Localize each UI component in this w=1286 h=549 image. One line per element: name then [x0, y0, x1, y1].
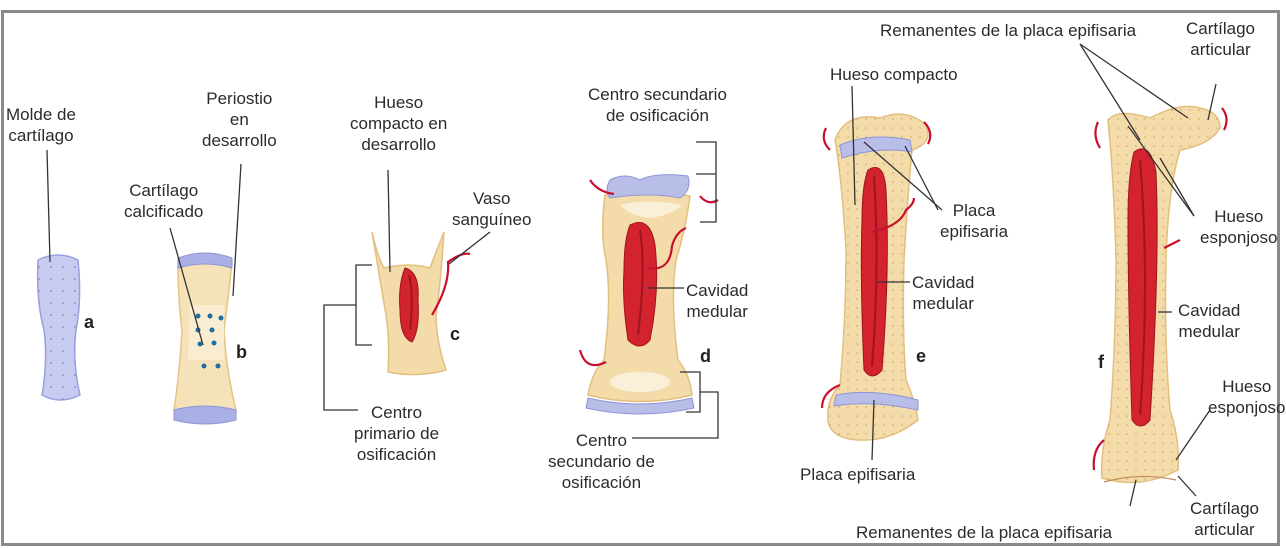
label-cartilago-articular-top: Cartílago articular	[1186, 18, 1255, 60]
label-molde-cartilago: Molde de cartílago	[6, 104, 76, 146]
stage-letter-f: f	[1098, 352, 1104, 373]
label-hueso-esponjoso-top: Hueso esponjoso	[1200, 206, 1278, 248]
label-centro-secundario-top: Centro secundario de osificación	[588, 84, 727, 126]
stage-letter-b: b	[236, 342, 247, 363]
label-vaso-sanguineo: Vaso sanguíneo	[452, 188, 531, 230]
stage-letter-e: e	[916, 346, 926, 367]
label-centro-secundario-bottom: Centro secundario de osificación	[548, 430, 655, 493]
label-cartilago-articular-bottom: Cartílago articular	[1190, 498, 1259, 540]
label-centro-primario: Centro primario de osificación	[354, 402, 439, 465]
label-hueso-compacto-desarrollo: Hueso compacto en desarrollo	[350, 92, 447, 155]
stage-letter-d: d	[700, 346, 711, 367]
stage-f-adult-bone	[1080, 44, 1227, 506]
label-cavidad-medular-d: Cavidad medular	[686, 280, 748, 322]
label-cavidad-medular-e: Cavidad medular	[912, 272, 974, 314]
label-placa-epifisaria-top: Placa epifisaria	[940, 200, 1008, 242]
label-periostio: Periostio en desarrollo	[202, 88, 277, 151]
stage-letter-c: c	[450, 324, 460, 345]
label-placa-epifisaria-bottom: Placa epifisaria	[800, 464, 915, 485]
label-hueso-esponjoso-bottom: Hueso esponjoso	[1208, 376, 1286, 418]
label-cavidad-medular-f: Cavidad medular	[1178, 300, 1240, 342]
label-remanentes-bottom: Remanentes de la placa epifisaria	[856, 522, 1112, 543]
label-remanentes-top: Remanentes de la placa epifisaria	[880, 20, 1136, 41]
stage-letter-a: a	[84, 312, 94, 333]
label-cartilago-calcificado: Cartílago calcificado	[124, 180, 203, 222]
label-hueso-compacto-e: Hueso compacto	[830, 64, 958, 85]
stage-a-cartilage-model	[38, 150, 80, 400]
